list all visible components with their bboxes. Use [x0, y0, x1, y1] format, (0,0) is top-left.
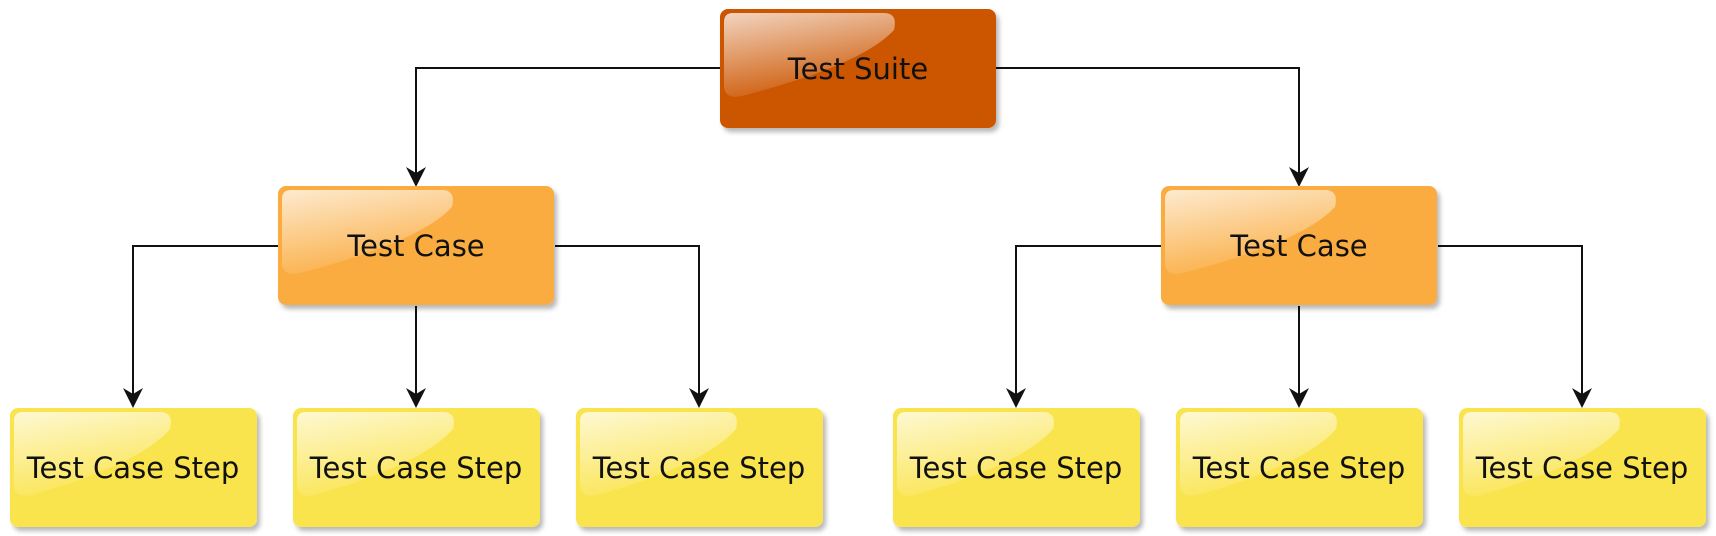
edge-case-1-to-step-1 — [123, 245, 278, 408]
node-test-case-step-1-2: Test Case Step — [293, 408, 540, 527]
node-label: Test Case Step — [26, 451, 240, 485]
gloss-highlight — [297, 412, 454, 496]
node-label: Test Case Step — [1475, 451, 1689, 485]
node-label: Test Suite — [787, 52, 928, 86]
node-test-case-2: Test Case — [1161, 186, 1437, 305]
node-label: Test Case Step — [592, 451, 806, 485]
node-test-case-step-1-1: Test Case Step — [10, 408, 257, 527]
gloss-highlight — [1165, 190, 1336, 274]
node-label: Test Case Step — [309, 451, 523, 485]
node-test-suite: Test Suite — [720, 9, 996, 128]
edge-case-1-to-step-3 — [555, 245, 709, 408]
edge-case-2-to-step-3 — [1438, 245, 1592, 408]
edge-suite-to-case-2 — [996, 67, 1309, 187]
gloss-highlight — [1463, 412, 1620, 496]
gloss-highlight — [580, 412, 737, 496]
connectors — [123, 67, 1592, 408]
node-label: Test Case Step — [909, 451, 1123, 485]
node-test-case-step-2-2: Test Case Step — [1176, 408, 1423, 527]
edge-suite-to-case-1 — [406, 67, 720, 187]
gloss-highlight — [724, 13, 895, 97]
node-label: Test Case Step — [1192, 451, 1406, 485]
gloss-highlight — [282, 190, 453, 274]
node-test-case-step-1-3: Test Case Step — [576, 408, 823, 527]
gloss-highlight — [1180, 412, 1337, 496]
edge-case-2-to-step-1 — [1006, 245, 1161, 408]
node-label: Test Case — [346, 229, 484, 263]
node-test-case-step-2-3: Test Case Step — [1459, 408, 1706, 527]
node-test-case-step-2-1: Test Case Step — [893, 408, 1140, 527]
gloss-highlight — [14, 412, 171, 496]
gloss-highlight — [897, 412, 1054, 496]
node-test-case-1: Test Case — [278, 186, 554, 305]
node-label: Test Case — [1229, 229, 1367, 263]
